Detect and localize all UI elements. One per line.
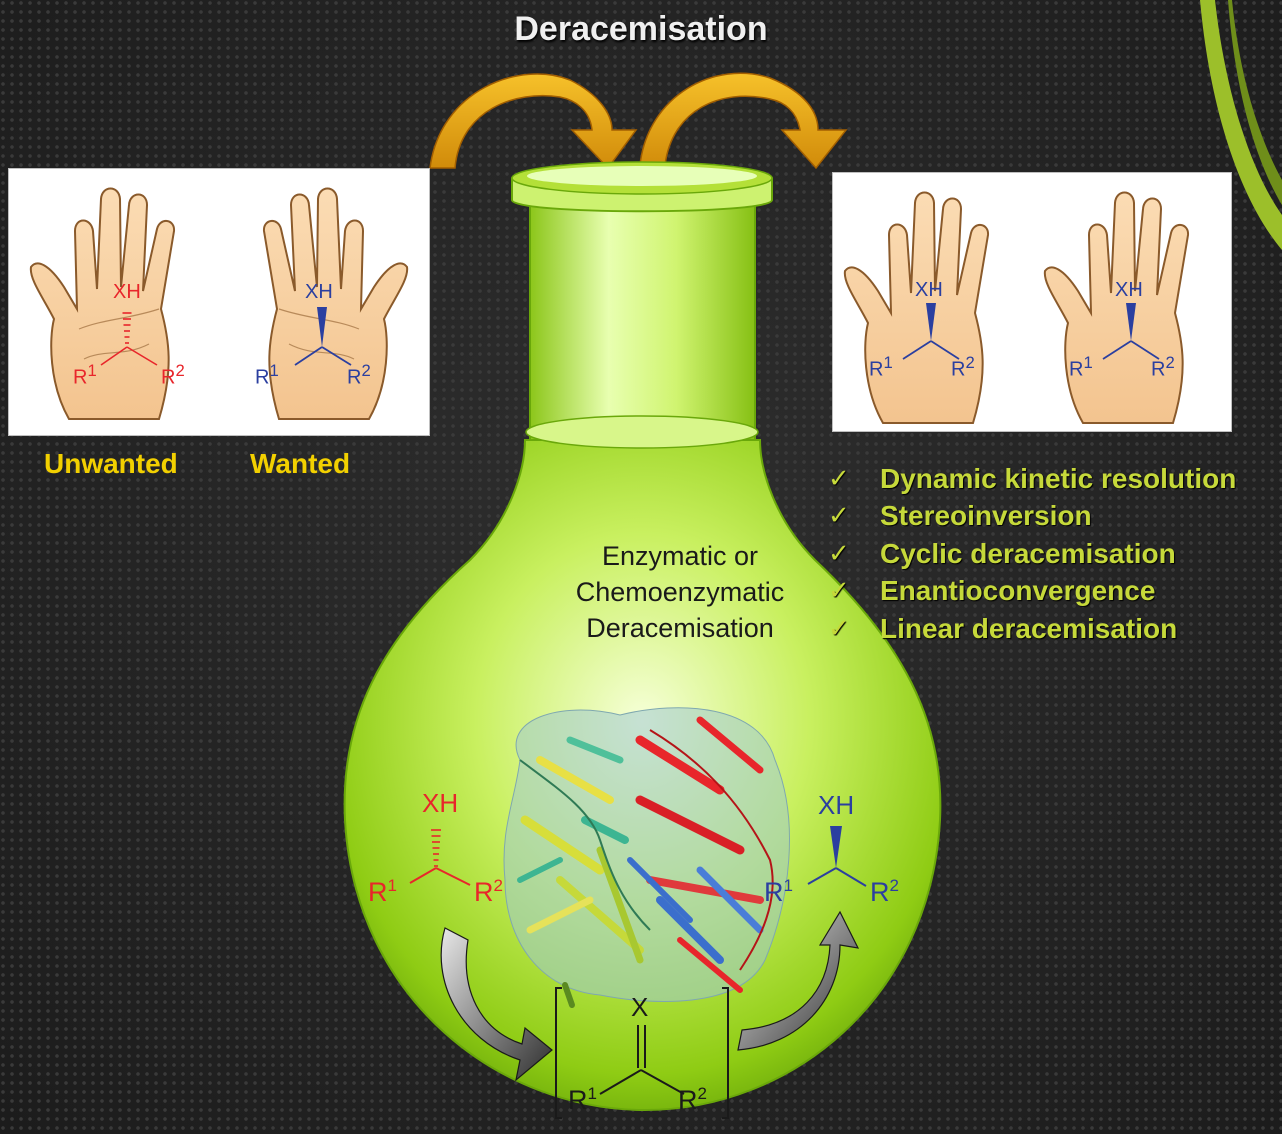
method-item: ✓ Cyclic deracemisation [828,535,1236,573]
red-r2-sup: 2 [493,876,503,895]
red-xh-label: XH [422,788,459,818]
blue-xh-label: XH [818,790,855,820]
wanted-r1-label: R1 [255,361,279,390]
deracemised-molecule-bonds [902,303,1160,360]
blue-r1-text: R [764,877,784,907]
blue-r1-label: R1 [764,876,793,908]
blue-r1-sup: 1 [783,876,793,895]
method-label: Enantioconvergence [880,575,1156,607]
deracemisation-arrows [429,72,848,170]
deracemised-left-r1-label: R1 [869,353,893,382]
deracemised-left-xh-label: XH [915,279,943,301]
unwanted-r2-sup: 2 [175,361,185,380]
right-hands-graphic [843,191,1189,424]
red-r1-text: R [368,877,388,907]
deracemised-left-r1-text: R [869,358,884,381]
decorative-corner-arc [1200,0,1282,250]
deracemised-left-r2-sup: 2 [965,353,975,372]
deracemised-right-r2-sup: 2 [1165,353,1175,372]
red-r1-label: R1 [368,876,397,908]
flask-label: Enzymatic or Chemoenzymatic Deracemisati… [480,538,880,646]
unwanted-r2-text: R [161,366,176,389]
blue-solid-wedge [830,826,842,868]
left-hand-icon [29,187,175,420]
intermediate-bracket [555,987,729,1119]
cycle-arrows [440,910,860,1082]
red-hashed-wedge [431,829,441,867]
method-item: ✓ Dynamic kinetic resolution [828,460,1236,498]
deracemised-right-r2-text: R [1151,358,1166,381]
deracemised-left-r1-sup: 1 [883,353,893,372]
ketone-r2-sup: 2 [697,1084,707,1103]
wanted-r1-sup: 1 [269,361,279,380]
wanted-label: Wanted [250,448,351,479]
left-hands-graphic [29,187,409,420]
unwanted-molecule-bonds [100,312,158,366]
flask-label-line3: Deracemisation [586,613,774,643]
enzyme-structure-image [503,707,790,1008]
deracemised-hands-panel: XH R1 R2 XH R1 R2 [832,172,1232,432]
method-item: ✓ Linear deracemisation [828,610,1236,648]
blue-r2-label: R2 [870,876,899,908]
red-r2-label: R2 [474,876,503,908]
wanted-r2-label: R2 [347,361,371,390]
ketone-r2-text: R [678,1085,698,1115]
right-hand-icon [263,187,409,420]
racemic-hands-panel: XH R1 R2 XH R1 R2 [8,168,430,436]
deracemised-right-xh-label: XH [1115,279,1143,301]
ketone-r2-label: R2 [678,1084,707,1116]
ketone-x-label: X [631,992,649,1022]
deracemised-right-r1-sup: 1 [1083,353,1093,372]
ketone-r1-sup: 1 [587,1084,597,1103]
deracemised-right-r1-label: R1 [1069,353,1093,382]
unwanted-r1-sup: 1 [87,361,97,380]
method-label: Cyclic deracemisation [880,537,1176,569]
deracemised-left-r2-label: R2 [951,353,975,382]
unwanted-label: Unwanted [44,448,178,479]
method-label: Stereoinversion [880,500,1092,532]
methods-checklist: ✓ Dynamic kinetic resolution ✓ Stereoinver… [828,460,1236,648]
blue-r2-sup: 2 [889,876,899,895]
wanted-r1-text: R [255,366,270,389]
unwanted-xh-label: XH [113,281,141,303]
blue-molecule-bonds [807,867,867,887]
red-r2-text: R [474,877,494,907]
wanted-r2-text: R [347,366,362,389]
deracemised-left-r2-text: R [951,358,966,381]
page-title: Deracemisation [514,10,768,48]
method-item: ✓ Stereoinversion [828,498,1236,536]
flask-label-line2: Chemoenzymatic [575,577,785,607]
unwanted-r1-label: R1 [73,361,97,390]
check-icon: ✓ [828,463,850,494]
method-item: ✓ Enantioconvergence [828,573,1236,611]
flask-label-line1: Enzymatic or [601,541,759,571]
wanted-xh-label: XH [305,281,333,303]
deracemised-right-hand-icon [1043,191,1189,424]
ketone-r1-text: R [568,1085,588,1115]
deracemised-right-r1-text: R [1069,358,1084,381]
unwanted-r1-text: R [73,366,88,389]
check-icon: ✓ [828,501,850,532]
ketone-bonds [599,1025,685,1095]
wanted-r2-sup: 2 [361,361,371,380]
red-r1-sup: 1 [387,876,397,895]
method-label: Linear deracemisation [880,612,1178,644]
wanted-molecule-bonds [294,307,352,366]
unwanted-r2-label: R2 [161,361,185,390]
ketone-r1-label: R1 [568,1084,597,1116]
check-icon: ✓ [828,613,850,644]
method-label: Dynamic kinetic resolution [880,462,1237,494]
check-icon: ✓ [828,538,850,569]
check-icon: ✓ [828,576,850,607]
red-molecule-bonds [409,867,471,886]
deracemised-left-hand-icon [843,191,989,424]
deracemised-right-r2-label: R2 [1151,353,1175,382]
blue-r2-text: R [870,877,890,907]
